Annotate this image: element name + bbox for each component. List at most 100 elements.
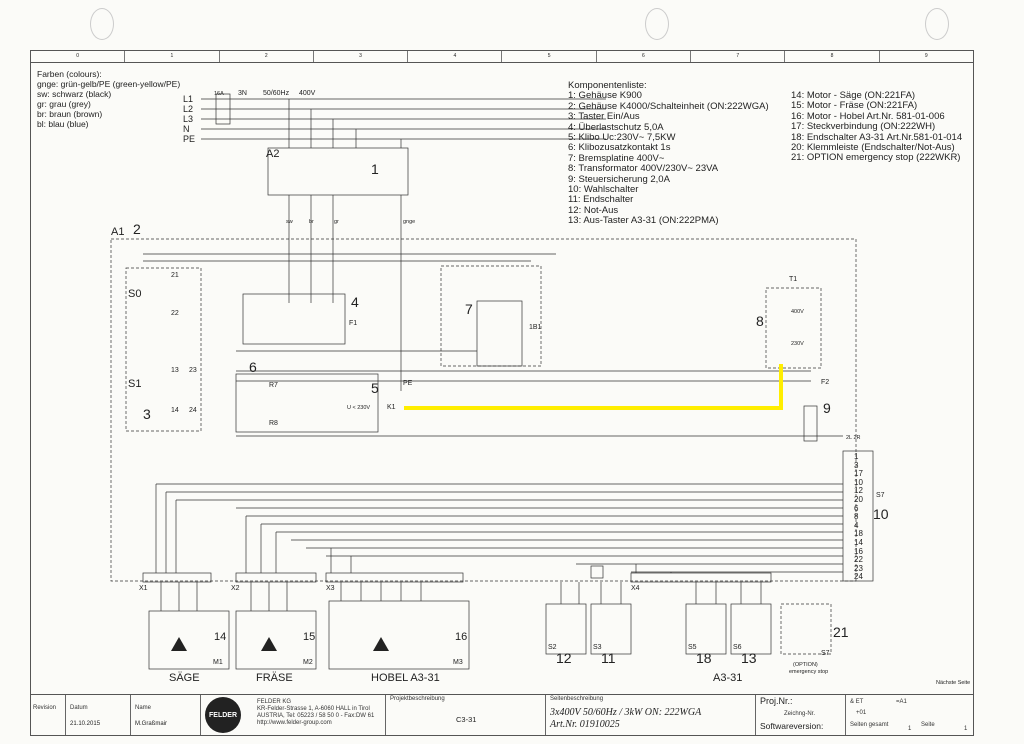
company-address2: AUSTRIA, Tel: 05223 / 58 50 0 - Fax:DW 6… xyxy=(257,713,375,719)
legend-item: gr: grau (grey) xyxy=(37,99,91,109)
contact-24: 24 xyxy=(189,407,197,414)
label-hobel: HOBEL A3-31 xyxy=(371,672,440,684)
col-0: 0 xyxy=(31,51,126,62)
pages-total-value: 1 xyxy=(908,726,912,732)
a1-label: =A1 xyxy=(896,699,907,705)
drawing-sheet: 0 1 2 3 4 5 6 7 8 9 xyxy=(30,50,974,736)
label-8: 8 xyxy=(756,313,764,329)
software-version-label: Softwareversion: xyxy=(760,721,824,731)
label-9: 9 xyxy=(823,400,831,416)
s7-terminal: 10 xyxy=(854,477,863,487)
component-item: 17: Steckverbindung (ON:222WH) xyxy=(791,121,936,133)
wiring-diagram xyxy=(110,93,874,670)
component-item: 11: Endschalter xyxy=(568,194,634,206)
component-item: 12: Not-Aus xyxy=(568,204,619,216)
wire-br: br xyxy=(309,219,314,225)
label-12: 12 xyxy=(556,650,572,666)
s7-terminal: 8 xyxy=(854,512,859,522)
label-option: (OPTION) xyxy=(793,662,818,668)
contact-22: 22 xyxy=(171,310,179,317)
component-item: 1: Gehäuse K900 xyxy=(568,90,642,102)
project-cell: Projektbeschreibung C3-31 xyxy=(386,695,546,735)
contact-13: 13 xyxy=(171,367,179,374)
label-t1: T1 xyxy=(789,276,798,283)
s7-terminal: 24 xyxy=(854,572,863,582)
next-page-link[interactable]: Nächste Seite xyxy=(936,680,971,686)
legend-item: gnge: grün-gelb/PE (green-yellow/PE) xyxy=(37,79,181,89)
label-s6: S6 xyxy=(733,644,742,651)
label-x4: X4 xyxy=(631,585,640,592)
component-item: 8: Transformator 400V/230V~ 23VA xyxy=(568,163,719,175)
label-7: 7 xyxy=(465,301,473,317)
label-5: 5 xyxy=(371,380,379,396)
s7-terminal: 12 xyxy=(854,486,863,496)
page-desc-cell: Seitenbeschreibung 3x400V 50/60Hz / 3kW … xyxy=(546,695,756,735)
label-a2: A2 xyxy=(266,148,280,160)
company-address1: KR-Felder-Strasse 1, A-6060 HALL in Tiro… xyxy=(257,706,370,712)
label-s2: S2 xyxy=(548,644,557,651)
date-label: Datum xyxy=(70,705,88,711)
col-6: 6 xyxy=(597,51,692,62)
label-1: 1 xyxy=(371,161,379,177)
date-value: 21.10.2015 xyxy=(70,721,101,727)
component-item: 4: Überlastschutz 5,0A xyxy=(568,121,664,133)
component-item: 10: Wahlschalter xyxy=(568,184,639,196)
contact-23: 23 xyxy=(189,367,197,374)
label-s5: S5 xyxy=(688,644,697,651)
component-item: 3: Taster Ein/Aus xyxy=(568,111,640,123)
legend-item: bl: blau (blue) xyxy=(37,119,89,129)
component-item: 21: OPTION emergency stop (222WKR) xyxy=(791,152,961,164)
component-item: 6: Klibozusatzkontakt 1s xyxy=(568,142,671,154)
punch-hole-2 xyxy=(645,8,669,40)
label-2l2r: 2L 2R xyxy=(846,435,861,441)
label-18: 18 xyxy=(696,650,712,666)
component-item: 7: Bremsplatine 400V~ xyxy=(568,152,665,164)
label-10: 10 xyxy=(873,506,889,522)
label-s3: S3 xyxy=(593,644,602,651)
line-n: N xyxy=(183,124,190,134)
label-x2: X2 xyxy=(231,585,240,592)
label-a1: A1 xyxy=(111,226,125,238)
component-list-title: Komponentenliste: xyxy=(568,80,647,91)
label-m1: M1 xyxy=(213,659,223,666)
line-pe: PE xyxy=(183,134,196,144)
wire-gnge: gnge xyxy=(403,219,416,225)
supply-freq: 50/60Hz xyxy=(263,90,290,97)
component-item: 5: Klibo Uc:230V~ 7,5KW xyxy=(568,132,676,144)
s7-terminal: 6 xyxy=(854,503,859,513)
label-13: 13 xyxy=(741,650,757,666)
page-desc-line1: 3x400V 50/60Hz / 3kW ON: 222WGA xyxy=(550,707,702,718)
s7-terminal: 22 xyxy=(854,555,863,565)
label-r8: R8 xyxy=(269,420,278,427)
name-value: M.Graßmair xyxy=(135,721,167,727)
col-9: 9 xyxy=(924,53,928,59)
s7-terminal: 3 xyxy=(854,460,859,470)
legend-item: br: braun (brown) xyxy=(37,109,103,119)
label-21: 21 xyxy=(833,624,849,640)
label-15: 15 xyxy=(303,631,316,643)
label-11: 11 xyxy=(601,650,616,666)
supply-fuse: 16A xyxy=(214,91,224,97)
line-l1: L1 xyxy=(183,94,194,104)
legend-title: Farben (colours): xyxy=(37,69,102,79)
component-item: 14: Motor - Säge (ON:221FA) xyxy=(791,90,916,101)
page-value: 1 xyxy=(964,726,968,732)
page-label: Seite xyxy=(921,722,935,728)
label-14: 14 xyxy=(214,631,227,643)
label-230v: 230V xyxy=(791,341,804,347)
company-url: http://www.felder-group.com xyxy=(257,720,332,726)
label-f2: F2 xyxy=(821,379,830,386)
label-emergency-stop: emergency stop xyxy=(789,669,829,675)
label-s7-estop: S7 xyxy=(821,650,830,657)
line-l2: L2 xyxy=(183,104,194,114)
label-1b1: 1B1 xyxy=(529,324,542,331)
drawing-no-label: Zeichng-Nr. xyxy=(784,711,816,717)
label-400v: 400V xyxy=(791,309,804,315)
company-cell: FELDER KG KR-Felder-Strasse 1, A-6060 HA… xyxy=(201,695,386,735)
line-l3: L3 xyxy=(183,114,194,124)
s7-terminal: 1 xyxy=(854,452,859,461)
component-item: 9: Steuersicherung 2,0A xyxy=(568,173,670,185)
project-value: C3-31 xyxy=(456,715,477,724)
punch-hole-1 xyxy=(90,8,114,40)
label-s1: S1 xyxy=(128,378,142,390)
